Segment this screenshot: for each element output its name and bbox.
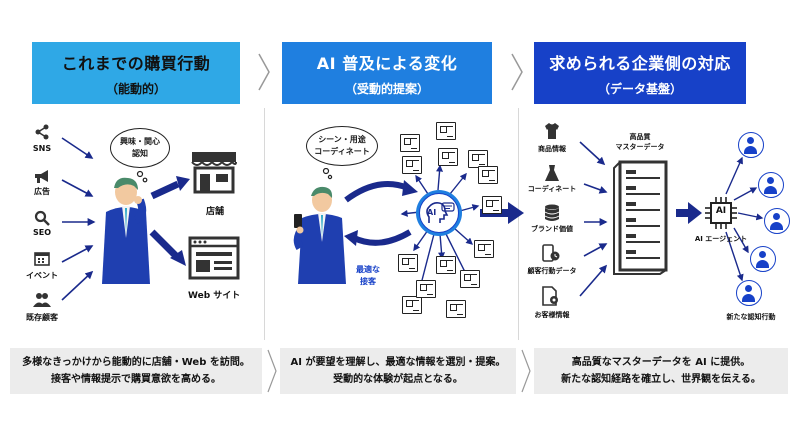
header-subtitle: （能動的） — [105, 81, 166, 96]
channel-label-sns: SNS — [32, 144, 52, 153]
document-icon — [436, 256, 456, 274]
agent-arrows — [725, 156, 764, 282]
optimal-service-label: 最適な 接客 — [348, 264, 388, 288]
document-icon — [474, 240, 494, 258]
channel-arrows — [61, 137, 96, 301]
server-rack-icon — [613, 160, 668, 275]
footer-line: 接客や情報提示で購買意欲を高める。 — [51, 374, 221, 385]
channel-label-seo: SEO — [32, 228, 52, 237]
chevron-right-icon — [267, 349, 277, 393]
column-divider — [518, 108, 519, 340]
arrow-to-ai — [344, 181, 410, 203]
document-icon — [400, 134, 420, 152]
label-line: マスターデータ — [615, 143, 665, 151]
share-icon — [35, 124, 49, 140]
header-ai-change: AI 普及による変化 （受動的提案） — [282, 42, 492, 104]
data-arrows — [579, 141, 608, 297]
arrow-to-store — [150, 180, 180, 200]
bubble-line: 興味・関心 — [120, 137, 160, 146]
database-icon — [544, 204, 560, 221]
ai-chip-icon — [705, 197, 737, 229]
channel-label-event: イベント — [26, 271, 58, 280]
channel-label-existing-customers: 既存顧客 — [26, 313, 58, 322]
user-icon — [758, 172, 784, 198]
users-icon — [33, 293, 51, 307]
arrow-from-ai — [352, 229, 412, 246]
data-label-brand-value: ブランド価値 — [531, 225, 573, 233]
interest-thought-bubble: 興味・関心認知 — [110, 128, 170, 168]
thought-dots-icon — [322, 168, 333, 180]
document-settings-icon — [542, 286, 558, 306]
thought-dots-icon — [136, 170, 148, 183]
document-icon — [398, 254, 418, 272]
footer-company-response: 高品質なマスターデータを AI に提供。 新たな認知経路を確立し、世界観を伝える… — [534, 348, 788, 394]
chevron-right-icon — [521, 349, 531, 393]
footer-line: 多様なきっかけから能動的に店舗・Web を訪問。 — [22, 357, 250, 368]
header-active-purchasing: これまでの購買行動 （能動的） — [32, 42, 240, 104]
user-icon — [736, 280, 762, 306]
label-line: 接客 — [360, 277, 376, 286]
footer-line: 受動的な体験が起点となる。 — [333, 374, 463, 385]
person-with-smartphone-illustration — [293, 186, 346, 284]
label-line: 高品質 — [629, 133, 651, 141]
footer-line: 高品質なマスターデータを AI に提供。 — [571, 357, 751, 368]
data-label-product: 商品情報 — [538, 145, 566, 153]
ai-radial-arrows — [400, 164, 480, 290]
calendar-icon — [34, 252, 50, 266]
bubble-line: 認知 — [132, 149, 148, 158]
document-icon — [416, 280, 436, 298]
footer-ai-change: AI が要望を理解し、最適な情報を選別・提案。 受動的な体験が起点となる。 — [280, 348, 516, 394]
footer-line: 新たな認知経路を確立し、世界観を伝える。 — [561, 374, 761, 385]
header-company-response: 求められる企業側の対応 （データ基盤） — [534, 42, 746, 104]
header-title: 求められる企業側の対応 — [549, 53, 731, 73]
data-label-customer-info: お客様情報 — [534, 311, 570, 319]
store-label: 店舗 — [205, 207, 224, 217]
document-icon — [446, 300, 466, 318]
ai-agent-label: AI エージェント — [694, 235, 748, 243]
dress-icon — [545, 165, 559, 181]
label-line: 最適な — [356, 265, 380, 274]
new-cognition-label: 新たな認知行動 — [726, 313, 776, 321]
header-title: AI 普及による変化 — [316, 53, 458, 73]
store-icon — [191, 152, 237, 194]
megaphone-icon — [35, 170, 48, 183]
businessman-thinking-illustration — [102, 177, 150, 284]
document-icon — [460, 270, 480, 288]
footer-active: 多様なきっかけから能動的に店舗・Web を訪問。 接客や情報提示で購買意欲を高め… — [10, 348, 262, 394]
data-label-customer-behavior: 顧客行動データ — [527, 267, 577, 275]
document-icon — [478, 166, 498, 184]
scene-thought-bubble: シーン・用途コーディネート — [306, 126, 378, 166]
column-divider — [264, 108, 265, 340]
ai-badge: AI — [416, 190, 462, 236]
ai-badge-label: AI — [427, 208, 437, 217]
user-icon — [738, 132, 764, 158]
header-subtitle: （受動的提案） — [344, 81, 429, 96]
channel-label-ad: 広告 — [34, 187, 50, 196]
document-icon — [482, 196, 502, 214]
website-label: Web サイト — [188, 291, 241, 301]
bubble-line: コーディネート — [314, 147, 370, 156]
bubble-line: シーン・用途 — [318, 135, 366, 144]
website-icon — [188, 236, 240, 280]
ai-chip-label: AI — [715, 206, 727, 216]
header-title: これまでの購買行動 — [61, 53, 211, 73]
document-icon — [438, 148, 458, 166]
user-icon — [750, 246, 776, 272]
user-icon — [764, 208, 790, 234]
data-label-coordinate: コーディネート — [527, 185, 577, 193]
document-icon — [436, 122, 456, 140]
arrow-to-web — [149, 229, 179, 259]
chevron-right-icon — [258, 53, 270, 91]
document-icon — [402, 296, 422, 314]
ai-head-icon — [426, 202, 455, 223]
document-icon — [402, 156, 422, 174]
chevron-right-icon — [511, 53, 523, 91]
search-icon — [34, 210, 50, 226]
header-subtitle: （データ基盤） — [597, 81, 682, 96]
phone-clock-icon — [542, 244, 560, 262]
master-data-label: 高品質 マスターデータ — [610, 132, 670, 152]
shirt-icon — [545, 123, 559, 139]
footer-line: AI が要望を理解し、最適な情報を選別・提案。 — [290, 357, 506, 368]
